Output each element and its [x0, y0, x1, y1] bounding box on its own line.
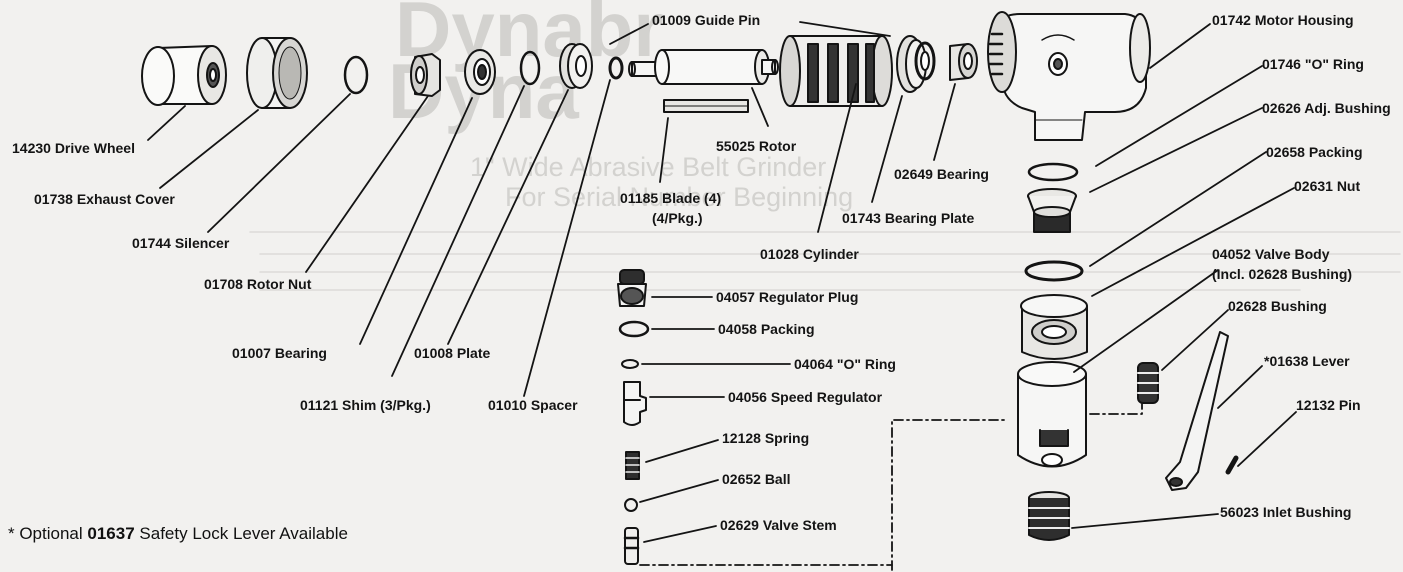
- label-o-ring-01746: 01746 "O" Ring: [1262, 56, 1364, 72]
- label-blade: 01185 Blade (4): [620, 190, 722, 206]
- label-ball: 02652 Ball: [722, 471, 791, 487]
- label-motor-housing: 01742 Motor Housing: [1212, 12, 1354, 28]
- label-drive-wheel: 14230 Drive Wheel: [12, 140, 135, 156]
- inlet-bushing-part: [1028, 491, 1070, 541]
- label-plate-01008: 01008 Plate: [414, 345, 491, 361]
- show-through-subtitle-2: For Serial Number Beginning: [505, 182, 854, 212]
- label-bearing-01007: 01007 Bearing: [232, 345, 327, 361]
- valve-body-part: [1020, 294, 1088, 360]
- label-pin-12132: 12132 Pin: [1296, 397, 1361, 413]
- label-valve-body-note: (Incl. 02628 Bushing): [1212, 266, 1353, 282]
- footnote-suffix: Available: [279, 524, 348, 543]
- show-through-subtitle-1: 1" Wide Abrasive Belt Grinder: [470, 152, 827, 182]
- lever-part: [1165, 331, 1229, 491]
- label-bearing-02649: 02649 Bearing: [894, 166, 989, 182]
- label-valve-stem: 02629 Valve Stem: [720, 517, 837, 533]
- label-cylinder: 01028 Cylinder: [760, 246, 859, 262]
- silencer-part: [343, 55, 369, 95]
- lower-valve-housing-part: [1017, 361, 1087, 468]
- label-shim: 01121 Shim (3/Pkg.): [300, 397, 431, 413]
- bushing-02628-part: [1137, 362, 1159, 404]
- motor-housing-part: [987, 11, 1151, 141]
- cylinder-part: [779, 35, 893, 107]
- adj-bushing-part: [1027, 188, 1077, 233]
- packing-02658-part: [1024, 260, 1084, 282]
- label-inlet-bushing: 56023 Inlet Bushing: [1220, 504, 1352, 520]
- o-ring-01746-part: [1027, 162, 1079, 182]
- label-nut-02631: 02631 Nut: [1294, 178, 1361, 194]
- pin-12132-part: [1225, 455, 1239, 475]
- spacer-part: [559, 43, 593, 89]
- label-blade-pkg: (4/Pkg.): [652, 210, 703, 226]
- label-bushing-02628: 02628 Bushing: [1228, 298, 1327, 314]
- exhaust-cover-part: [246, 37, 308, 109]
- regulator-plug-part: [617, 269, 647, 307]
- label-bearing-plate: 01743 Bearing Plate: [842, 210, 975, 226]
- spring-part: [625, 451, 640, 480]
- plate-01008-part: [519, 50, 541, 86]
- footnote-part-number: 01637: [87, 524, 135, 543]
- label-o-ring-04064: 04064 "O" Ring: [794, 356, 896, 372]
- valve-stem-part: [623, 527, 640, 565]
- packing-04058-part: [618, 320, 650, 338]
- footnote-middle: Safety Lock Lever: [134, 524, 280, 543]
- label-regulator-plug: 04057 Regulator Plug: [716, 289, 859, 305]
- label-silencer: 01744 Silencer: [132, 235, 230, 251]
- label-rotor: 55025 Rotor: [716, 138, 797, 154]
- label-adj-bushing: 02626 Adj. Bushing: [1262, 100, 1391, 116]
- label-speed-regulator: 04056 Speed Regulator: [728, 389, 883, 405]
- footnote-prefix: * Optional: [8, 524, 88, 543]
- label-packing-04058: 04058 Packing: [718, 321, 815, 337]
- shim-part: [608, 56, 624, 80]
- leader-lines: [147, 21, 1297, 543]
- blade-part: [663, 99, 749, 113]
- rotor-nut-part: [410, 53, 441, 97]
- assembly-lines: [639, 403, 1143, 571]
- label-exhaust-cover: 01738 Exhaust Cover: [34, 191, 175, 207]
- o-ring-04064-part: [621, 359, 639, 369]
- label-lever: *01638 Lever: [1264, 353, 1350, 369]
- label-packing-02658: 02658 Packing: [1266, 144, 1363, 160]
- label-spring: 12128 Spring: [722, 430, 810, 446]
- speed-regulator-part: [623, 381, 647, 426]
- label-rotor-nut: 01708 Rotor Nut: [204, 276, 312, 292]
- footnote-safety-lock: * Optional 01637 Safety Lock Lever Avail…: [8, 524, 348, 544]
- rotor-part: [628, 49, 779, 85]
- drive-wheel-part: [141, 45, 227, 106]
- bearing-01007-part: [464, 49, 496, 95]
- show-through-rules: [249, 231, 1401, 291]
- bearing-02649-part: [949, 43, 978, 81]
- ball-part: [624, 498, 638, 512]
- bearing-plate-part: [896, 35, 936, 93]
- label-valve-body: 04052 Valve Body: [1212, 246, 1330, 262]
- label-spacer: 01010 Spacer: [488, 397, 578, 413]
- label-guide-pin: 01009 Guide Pin: [652, 12, 761, 28]
